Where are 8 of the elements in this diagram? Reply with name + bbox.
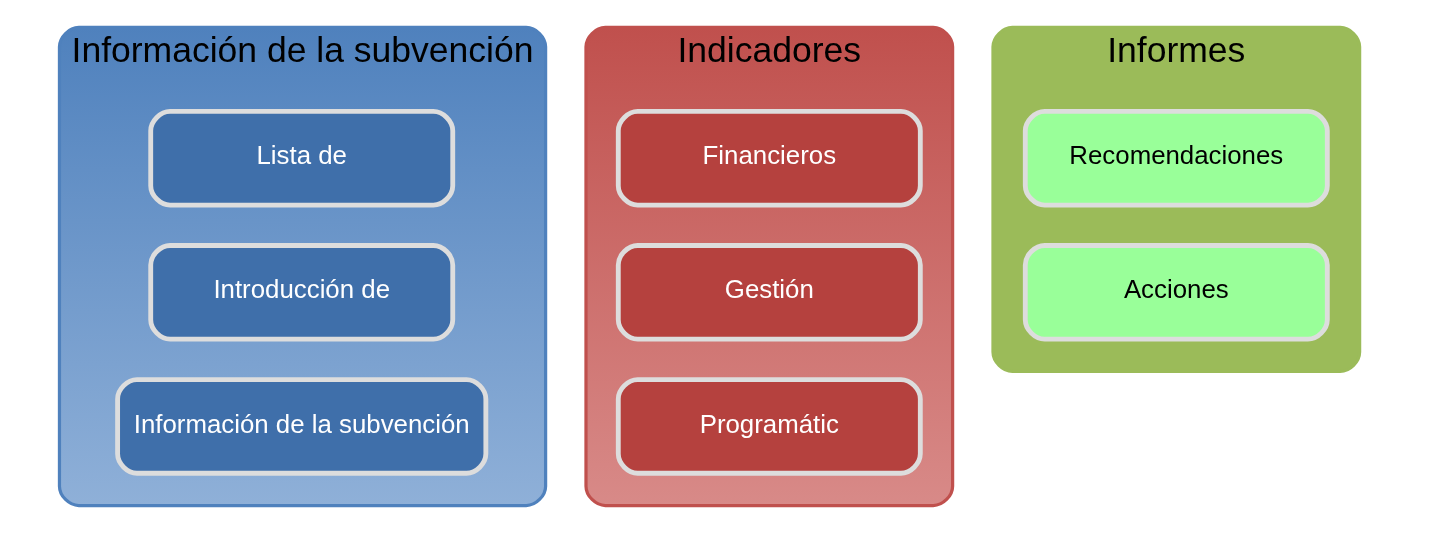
node-box: Financieros — [615, 109, 923, 208]
node-box: Recomendaciones — [1022, 109, 1330, 208]
node-box: Información de la subvención — [114, 377, 488, 476]
node-box: Acciones — [1022, 243, 1330, 342]
node-box: Lista de — [147, 109, 455, 208]
node-box: Programátic — [615, 377, 923, 476]
node-box: Gestión — [615, 243, 923, 342]
node-box: Introducción de — [147, 243, 455, 342]
